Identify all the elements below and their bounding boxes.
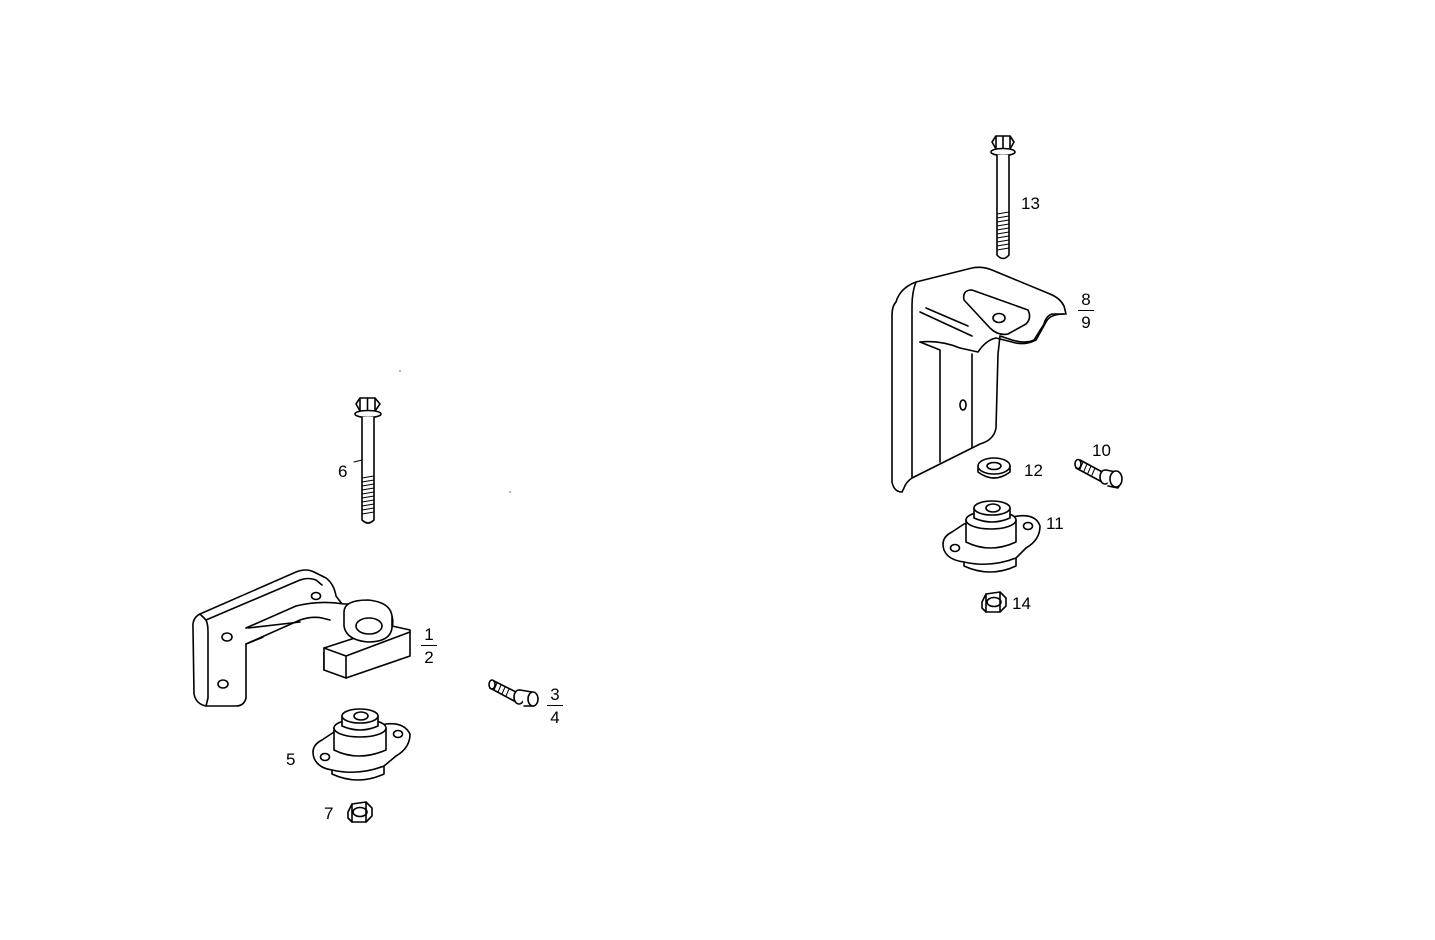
rubber-mount-part-5 bbox=[313, 709, 410, 780]
callout-divider bbox=[547, 705, 563, 706]
bolt-part-10 bbox=[1075, 460, 1122, 489]
bracket-part-8-9 bbox=[892, 267, 1066, 492]
callout-8-9: 8 9 bbox=[1076, 291, 1096, 331]
callout-1-2: 1 2 bbox=[419, 626, 439, 666]
callout-3: 3 bbox=[550, 685, 560, 704]
callout-7: 7 bbox=[324, 804, 334, 823]
bolt-part-6 bbox=[354, 398, 381, 523]
callout-divider bbox=[1078, 310, 1094, 311]
callout-9: 9 bbox=[1081, 313, 1091, 332]
callout-6: 6 bbox=[338, 462, 348, 481]
callout-2: 2 bbox=[424, 648, 434, 667]
nut-part-7 bbox=[348, 802, 372, 822]
callout-3-4: 3 4 bbox=[545, 686, 565, 726]
rubber-mount-part-11 bbox=[943, 501, 1040, 572]
callout-13: 13 bbox=[1021, 194, 1040, 213]
callout-14: 14 bbox=[1012, 594, 1031, 613]
callout-5: 5 bbox=[286, 750, 296, 769]
washer-part-12 bbox=[978, 458, 1010, 478]
callout-12: 12 bbox=[1024, 461, 1043, 480]
callout-11: 11 bbox=[1046, 514, 1064, 533]
bolt-part-13 bbox=[991, 136, 1015, 259]
callout-divider bbox=[421, 645, 437, 646]
nut-part-14 bbox=[982, 592, 1006, 612]
callout-8: 8 bbox=[1081, 290, 1091, 309]
callout-10: 10 bbox=[1092, 441, 1111, 460]
bolt-part-3-4 bbox=[489, 680, 538, 706]
bracket-part-1-2 bbox=[193, 570, 410, 706]
callout-4: 4 bbox=[550, 708, 560, 727]
callout-1: 1 bbox=[424, 625, 434, 644]
